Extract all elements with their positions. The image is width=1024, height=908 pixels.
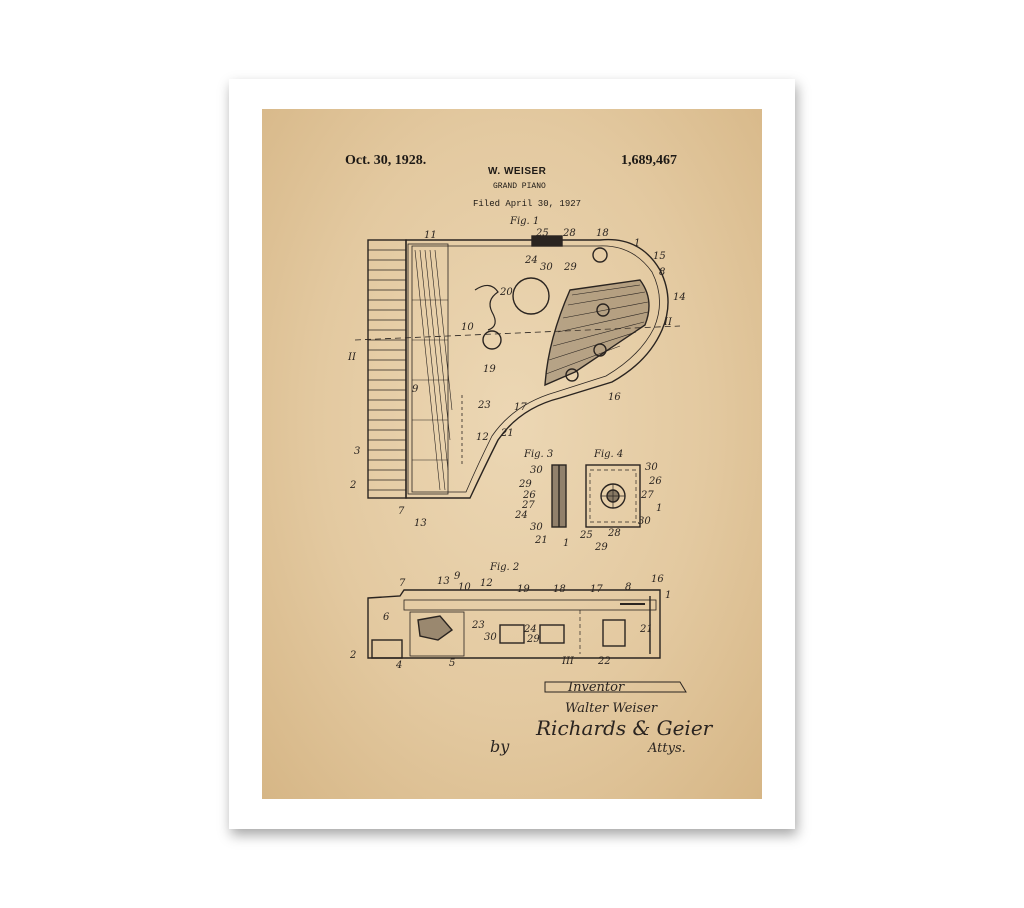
- svg-text:28: 28: [562, 228, 576, 239]
- fig3-label: Fig. 3: [523, 449, 553, 460]
- svg-text:26: 26: [648, 476, 662, 487]
- attorney-signature: Richards & Geier: [535, 716, 714, 740]
- svg-text:6: 6: [383, 612, 390, 623]
- inventor-label: Inventor: [567, 680, 625, 695]
- svg-text:2: 2: [349, 650, 356, 661]
- svg-text:29: 29: [594, 542, 608, 553]
- svg-text:1: 1: [665, 590, 671, 601]
- svg-text:5: 5: [449, 658, 455, 669]
- svg-text:24: 24: [524, 255, 538, 266]
- svg-text:7: 7: [398, 506, 405, 517]
- patent-paper: [262, 109, 762, 799]
- svg-text:27: 27: [521, 500, 535, 511]
- svg-text:21: 21: [534, 535, 548, 546]
- svg-text:14: 14: [673, 292, 686, 303]
- svg-text:1: 1: [563, 538, 569, 549]
- svg-text:21: 21: [639, 624, 653, 635]
- svg-text:24: 24: [523, 624, 537, 635]
- svg-text:II: II: [347, 352, 357, 363]
- svg-text:30: 30: [530, 465, 543, 476]
- svg-text:29: 29: [526, 634, 540, 645]
- svg-text:30: 30: [638, 516, 651, 527]
- svg-text:11: 11: [424, 230, 437, 241]
- filed-date: Filed April 30, 1927: [473, 199, 582, 209]
- svg-text:13: 13: [414, 518, 427, 529]
- svg-text:12: 12: [480, 578, 493, 589]
- attorneys-label: Attys.: [647, 741, 686, 756]
- svg-text:1: 1: [656, 503, 662, 514]
- svg-text:4: 4: [395, 660, 402, 671]
- svg-text:15: 15: [653, 251, 666, 262]
- svg-text:30: 30: [530, 522, 543, 533]
- svg-text:3: 3: [354, 446, 360, 457]
- svg-text:8: 8: [625, 582, 631, 593]
- svg-text:30: 30: [484, 632, 497, 643]
- svg-text:23: 23: [477, 400, 491, 411]
- patent-date: Oct. 30, 1928.: [345, 153, 427, 168]
- svg-text:19: 19: [517, 584, 530, 595]
- svg-text:30: 30: [645, 462, 658, 473]
- svg-text:8: 8: [659, 267, 665, 278]
- fig2-label: Fig. 2: [489, 562, 519, 573]
- svg-text:29: 29: [563, 262, 577, 273]
- patent-title: GRAND PIANO: [493, 182, 546, 191]
- inventor-name: Walter Weiser: [565, 701, 658, 716]
- svg-text:10: 10: [458, 582, 471, 593]
- svg-text:9: 9: [454, 571, 461, 582]
- fig1-label: Fig. 1: [509, 216, 539, 227]
- patent-number: 1,689,467: [621, 153, 677, 168]
- svg-text:1: 1: [634, 238, 640, 249]
- by-label: by: [490, 737, 510, 756]
- fig2-piano-side-view: [367, 589, 661, 659]
- svg-text:2: 2: [349, 480, 356, 491]
- svg-text:22: 22: [597, 656, 611, 667]
- svg-text:29: 29: [518, 479, 532, 490]
- svg-text:23: 23: [471, 620, 485, 631]
- svg-text:30: 30: [540, 262, 553, 273]
- svg-text:16: 16: [651, 574, 664, 585]
- svg-text:16: 16: [608, 392, 621, 403]
- svg-text:III: III: [561, 656, 575, 667]
- fig1-piano-top-view: [354, 235, 681, 499]
- svg-text:28: 28: [607, 528, 621, 539]
- svg-text:21: 21: [500, 428, 514, 439]
- inventor-box: [544, 681, 687, 693]
- svg-text:12: 12: [476, 432, 489, 443]
- svg-text:II: II: [663, 317, 673, 328]
- svg-text:19: 19: [483, 364, 496, 375]
- fig3-fig4-details: [551, 464, 641, 528]
- svg-text:24: 24: [514, 510, 528, 521]
- svg-text:20: 20: [499, 287, 513, 298]
- svg-text:18: 18: [596, 228, 609, 239]
- svg-text:7: 7: [399, 578, 406, 589]
- svg-text:25: 25: [535, 228, 549, 239]
- svg-text:10: 10: [461, 322, 474, 333]
- svg-text:25: 25: [579, 530, 593, 541]
- fig4-label: Fig. 4: [593, 449, 623, 460]
- reference-numerals: 11 25 28 18 1 24 30 29 15 8 14 II 20 10 …: [347, 228, 686, 671]
- inventor-header: W. WEISER: [488, 166, 547, 177]
- svg-text:27: 27: [640, 490, 654, 501]
- svg-text:13: 13: [437, 576, 450, 587]
- svg-text:9: 9: [412, 384, 419, 395]
- svg-text:26: 26: [522, 490, 536, 501]
- svg-text:17: 17: [514, 402, 527, 413]
- svg-text:17: 17: [590, 584, 603, 595]
- svg-text:18: 18: [553, 584, 566, 595]
